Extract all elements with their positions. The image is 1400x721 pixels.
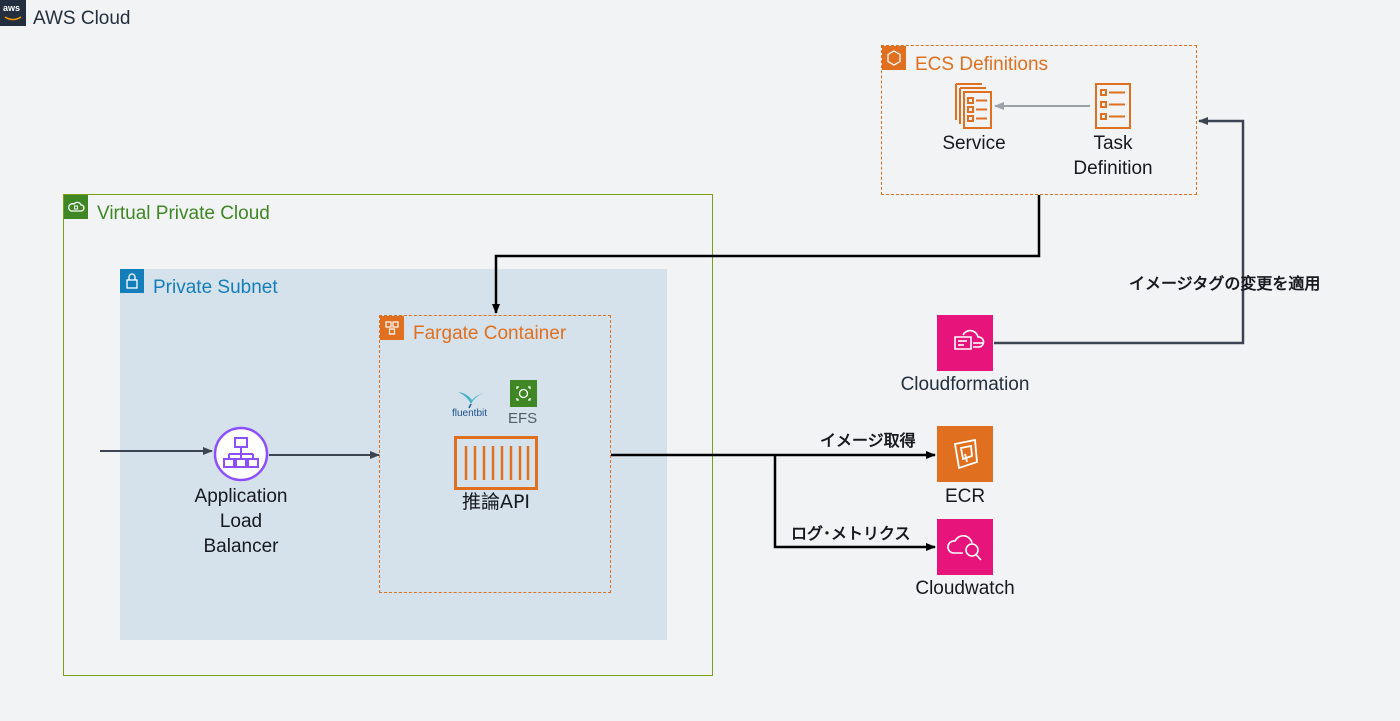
edge-cloudformation-to-ecs bbox=[994, 117, 1245, 345]
load-balancer-icon bbox=[213, 426, 269, 482]
vpc-title: Virtual Private Cloud bbox=[97, 203, 270, 224]
aws-cloud-title: AWS Cloud bbox=[33, 8, 131, 29]
alb-label-line-3: Balancer bbox=[203, 536, 279, 557]
edge-fargate-to-cloudwatch bbox=[773, 455, 936, 551]
cloudformation-icon bbox=[937, 315, 993, 371]
aws-logo: aws bbox=[0, 0, 26, 26]
edge-label-get-image: イメージ取得 bbox=[820, 431, 916, 450]
service-label: Service bbox=[942, 133, 1006, 154]
task-definition-label: Task Definition bbox=[1053, 131, 1173, 181]
ecs-icon bbox=[882, 46, 906, 70]
aws-smile-icon bbox=[4, 16, 22, 21]
cloudformation-label: Cloudformation bbox=[900, 374, 1030, 395]
edge-ecs-to-fargate bbox=[492, 195, 1041, 314]
subnet-lock-icon bbox=[120, 269, 144, 293]
task-label-line-2: Definition bbox=[1073, 158, 1153, 179]
subnet-title: Private Subnet bbox=[153, 277, 278, 298]
task-definition-icon bbox=[1095, 83, 1131, 129]
alb-label-line-2: Load bbox=[219, 511, 263, 532]
alb-label-line-1: Application bbox=[194, 486, 288, 507]
task-label-line-1: Task bbox=[1093, 133, 1133, 154]
ecs-definitions-title: ECS Definitions bbox=[915, 54, 1049, 75]
vpc-cloud-icon bbox=[64, 195, 88, 219]
efs-icon bbox=[510, 380, 537, 407]
fluentbit-bird-icon bbox=[458, 392, 484, 409]
efs-label: EFS bbox=[508, 410, 538, 427]
container-icon bbox=[454, 436, 538, 490]
ecr-icon bbox=[937, 426, 993, 482]
fargate-icon bbox=[380, 316, 404, 340]
cloudwatch-icon bbox=[937, 519, 993, 575]
fargate-title: Fargate Container bbox=[413, 323, 567, 344]
edge-label-apply-image-tag: イメージタグの変更を適用 bbox=[1129, 274, 1321, 293]
ecs-definitions-group bbox=[881, 45, 1197, 195]
edge-label-logs-metrics: ログ･メトリクス bbox=[791, 524, 911, 543]
alb-label: Application Load Balancer bbox=[176, 484, 306, 559]
fluentbit-label: fluentbit bbox=[452, 408, 488, 419]
ecs-service-icon bbox=[955, 83, 992, 129]
aws-logo-text: aws bbox=[3, 3, 21, 13]
cloudwatch-label: Cloudwatch bbox=[915, 578, 1015, 599]
inference-api-label: 推論API bbox=[461, 491, 531, 513]
ecr-label: ECR bbox=[944, 486, 986, 507]
